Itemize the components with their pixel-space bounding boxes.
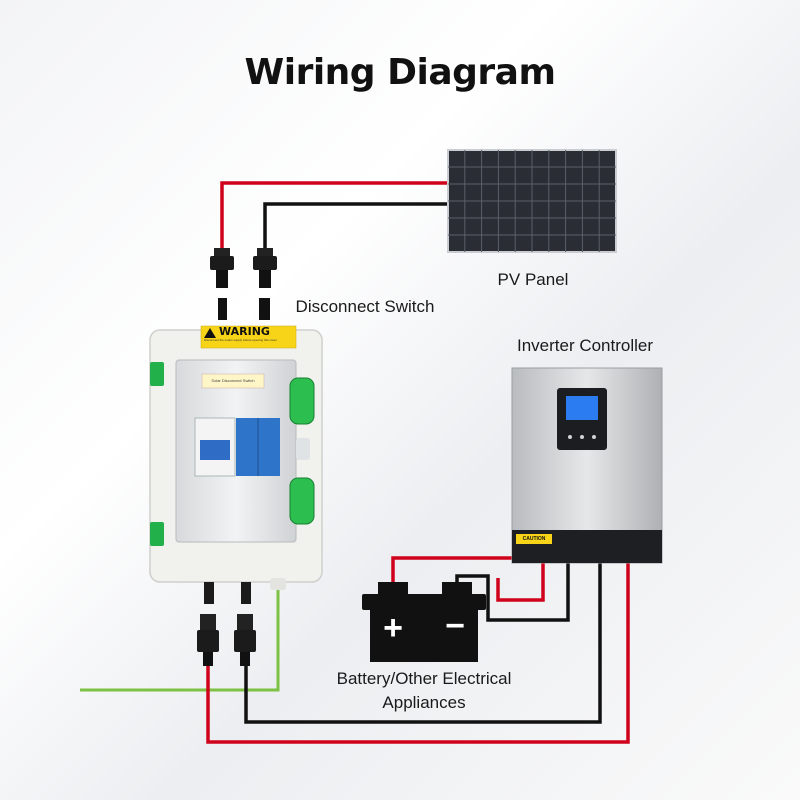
warning-label: WARING Disconnect the mains supply befor… [201, 326, 296, 348]
inverter-controller-label: Inverter Controller [516, 336, 654, 355]
disconnect-switch-label: Disconnect Switch [295, 297, 435, 316]
mc4-connector-positive-top[interactable] [210, 248, 234, 320]
battery-plus-sign: + [383, 609, 403, 647]
pv-panel [447, 149, 617, 253]
pv-panel-label: PV Panel [497, 270, 569, 289]
warning-title: WARING [219, 325, 270, 338]
battery-icon [362, 582, 486, 662]
mc4-connector-negative-top[interactable] [253, 248, 277, 320]
warning-triangle-icon [204, 328, 216, 338]
battery-negative-wire [455, 560, 570, 622]
ground-wire [80, 588, 280, 692]
mc4-connector-negative-bottom[interactable] [234, 582, 256, 666]
inverter-lcd [566, 396, 598, 420]
pv-positive-wire [220, 181, 450, 250]
pv-negative-wire [263, 202, 450, 250]
mc4-connector-positive-bottom[interactable] [197, 582, 219, 666]
battery-positive-wire [391, 556, 545, 602]
output-positive-wire [206, 560, 630, 744]
battery-minus-sign: − [445, 607, 465, 645]
panel-label: Solar Disconnect Switch [211, 378, 255, 383]
warning-note: Disconnect the mains supply before openi… [204, 338, 277, 342]
inverter-controller [511, 367, 663, 564]
battery-label-line1: Battery/Other Electrical [336, 669, 512, 688]
output-negative-wire [244, 560, 602, 724]
battery-label-line2: Appliances [382, 693, 466, 712]
inverter-caution-label: CAUTION [522, 536, 546, 542]
ground-gland [270, 578, 286, 590]
page-title: Wiring Diagram [244, 52, 556, 93]
disconnect-switch-box [149, 325, 323, 583]
